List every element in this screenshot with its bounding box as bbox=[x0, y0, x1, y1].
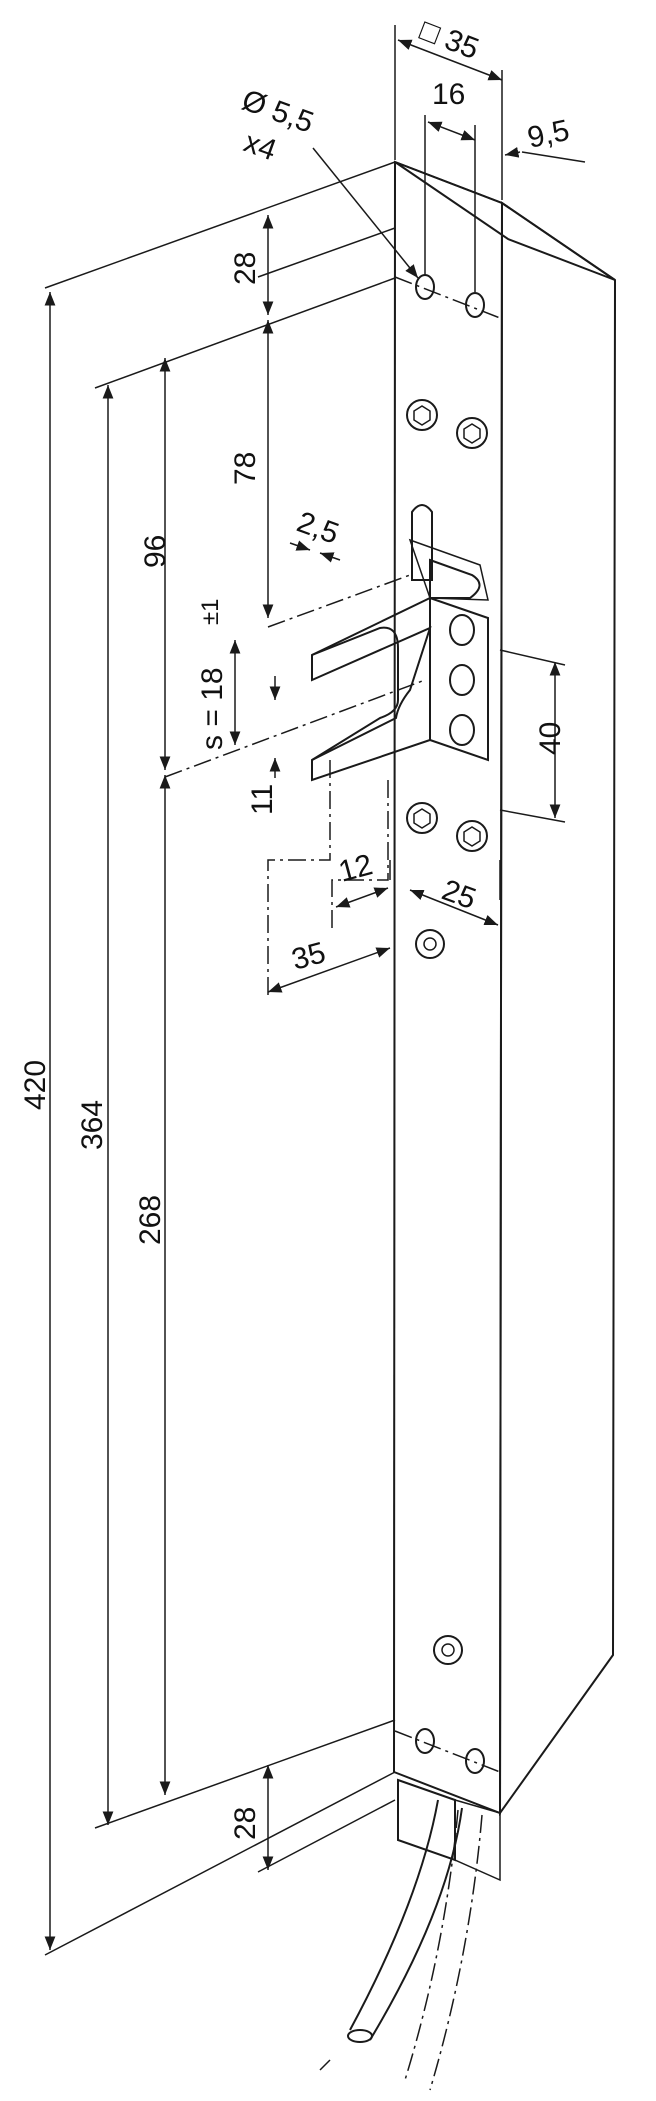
label-96: 96 bbox=[139, 535, 172, 568]
screw-icon bbox=[456, 417, 488, 449]
mount-hole-bottom-right bbox=[465, 1748, 485, 1774]
dimension-labels: □ 35 16 9,5 Ø 5,5 x4 28 78 96 2,5 s = 18… bbox=[19, 14, 572, 1840]
label-width-9-5: 9,5 bbox=[525, 114, 573, 155]
label-stroke: s = 18 bbox=[196, 667, 229, 750]
label-12: 12 bbox=[335, 848, 376, 889]
screw-icon bbox=[433, 1635, 463, 1665]
screw-icon bbox=[406, 399, 438, 431]
body-side-face bbox=[498, 201, 617, 1817]
extension-lines bbox=[44, 25, 566, 1956]
label-364: 364 bbox=[76, 1100, 109, 1150]
lock-body bbox=[392, 160, 617, 1882]
label-width-16: 16 bbox=[432, 78, 465, 111]
latch-assembly bbox=[164, 504, 489, 1000]
side-top-bevel bbox=[501, 202, 616, 330]
label-square-width: □ 35 bbox=[415, 14, 483, 66]
mount-hole-bottom-left bbox=[415, 1728, 435, 1754]
cable-opening-2 bbox=[454, 1799, 501, 1882]
label-40: 40 bbox=[534, 722, 567, 755]
label-25: 25 bbox=[438, 874, 481, 916]
body-front-plate bbox=[392, 160, 504, 1815]
plate-inner-edge bbox=[393, 249, 396, 1721]
screw-icon bbox=[406, 802, 438, 834]
label-tolerance: ±1 bbox=[197, 598, 224, 625]
label-78: 78 bbox=[229, 452, 262, 485]
label-hole-count: x4 bbox=[240, 126, 281, 168]
screws bbox=[406, 399, 488, 1665]
label-35: 35 bbox=[288, 936, 329, 977]
label-top-28: 28 bbox=[229, 252, 262, 285]
latch-plate bbox=[429, 596, 489, 762]
cable bbox=[319, 1799, 483, 2091]
mounting-holes bbox=[394, 274, 501, 1774]
latch-tongue bbox=[311, 558, 481, 782]
label-2-5: 2,5 bbox=[293, 506, 343, 551]
cable-alt bbox=[404, 1809, 459, 2081]
screw-icon bbox=[415, 929, 445, 959]
screw-icon bbox=[456, 820, 488, 852]
label-268: 268 bbox=[134, 1195, 167, 1245]
latch-slot bbox=[411, 504, 433, 581]
label-11: 11 bbox=[246, 784, 279, 815]
dimension-lines bbox=[44, 39, 586, 1950]
label-420: 420 bbox=[19, 1060, 52, 1110]
label-bottom-28: 28 bbox=[229, 1807, 262, 1840]
body-top-face bbox=[394, 161, 616, 281]
cable-solid bbox=[349, 1799, 439, 2031]
